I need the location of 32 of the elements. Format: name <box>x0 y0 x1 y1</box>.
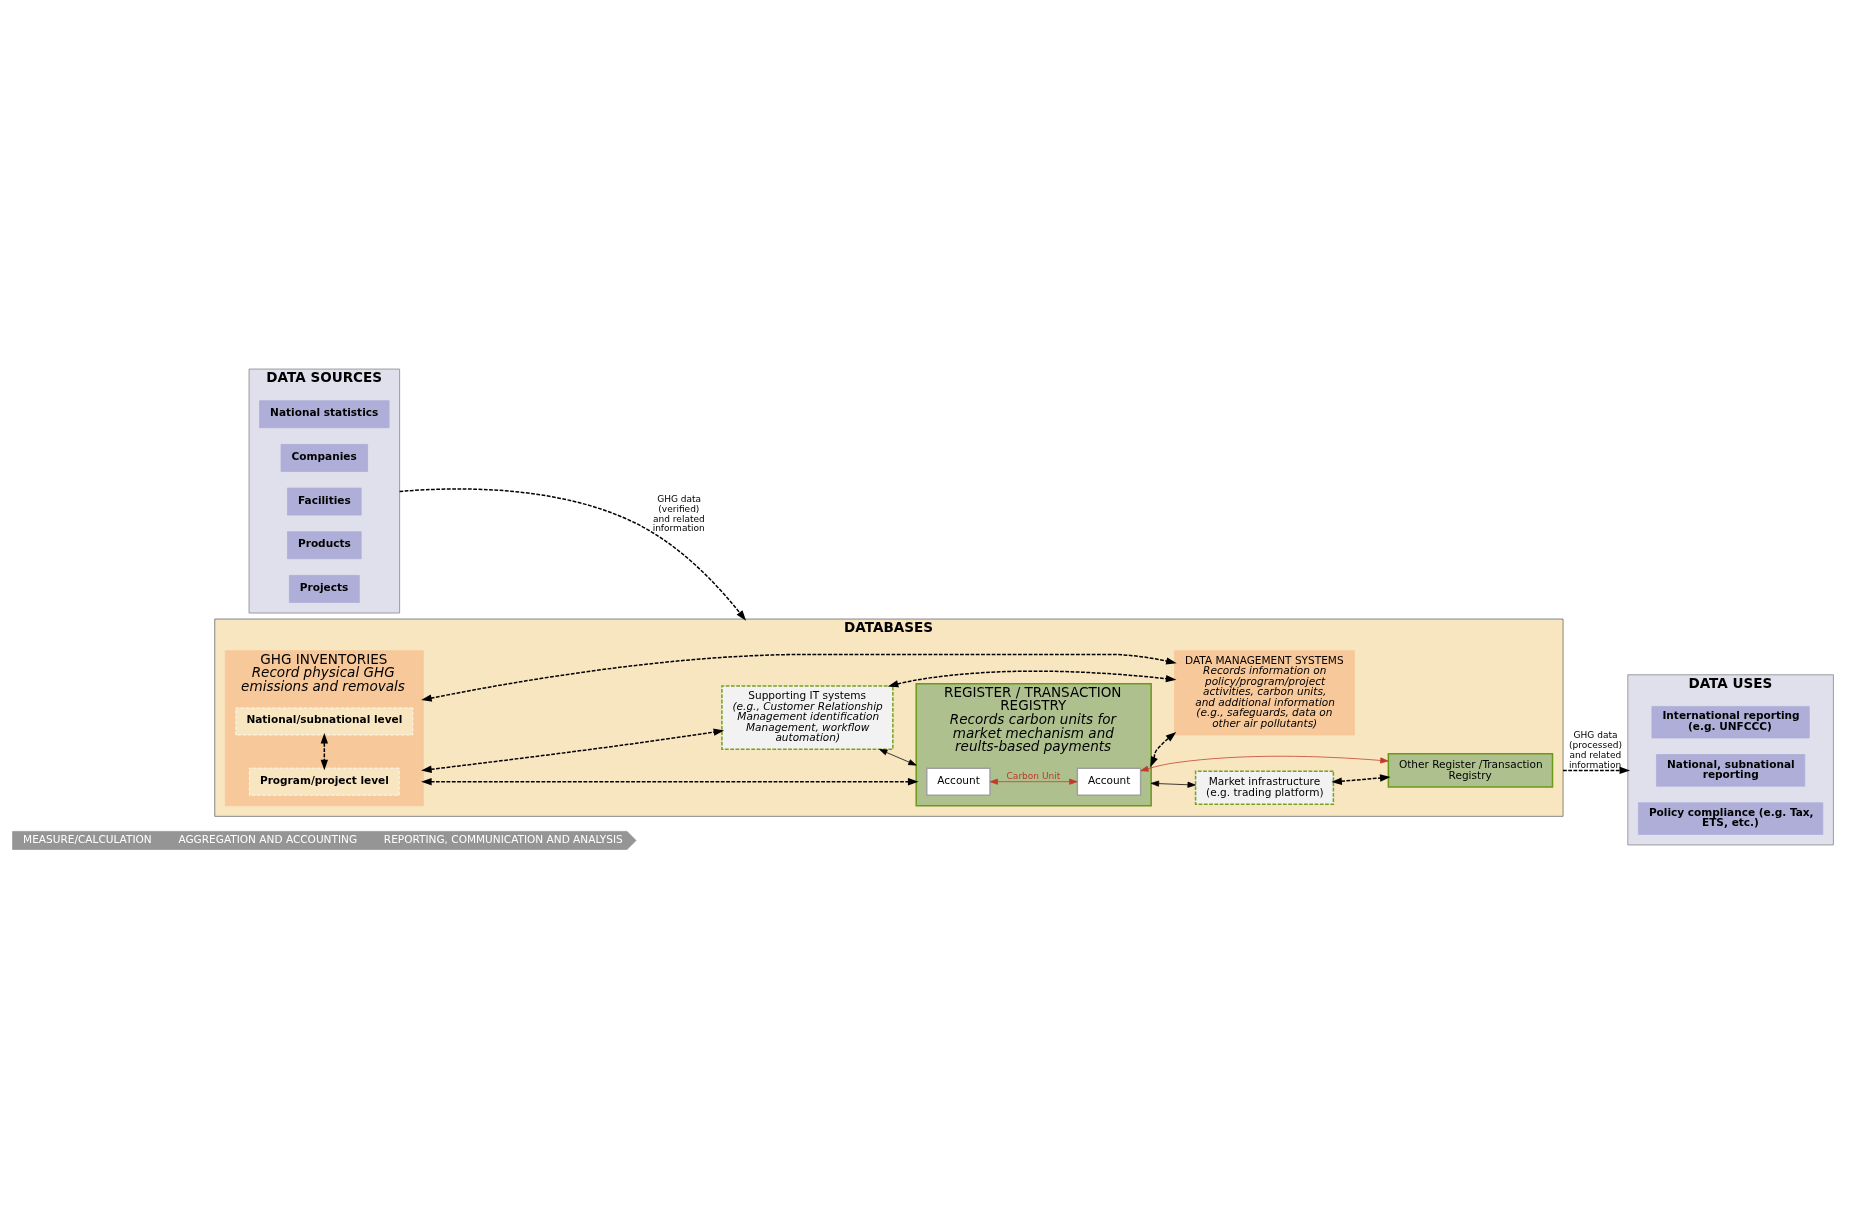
arrow <box>320 732 329 770</box>
node-box: Market infrastructure (e.g. trading platform) <box>1194 769 1335 805</box>
arrow <box>887 669 1177 687</box>
node-box: Products <box>287 530 362 559</box>
node-box: Facilities <box>287 487 362 515</box>
node-box: Program/project level <box>249 767 400 796</box>
edge-label: GHG data (verified) and related information <box>652 493 705 533</box>
node-box: Policy compliance (e.g. Tax, ETS, etc.) <box>1638 801 1824 835</box>
arrow <box>421 777 919 785</box>
arrow <box>421 653 1177 702</box>
arrow <box>1140 755 1389 772</box>
arrow <box>1562 766 1631 774</box>
arrow <box>1150 780 1196 788</box>
node-box: National statistics <box>259 399 390 428</box>
edge-label: GHG data (processed) and related information <box>1569 729 1623 770</box>
node-box: Account <box>926 766 991 796</box>
node-box: Supporting IT systems (e.g., Customer Relationship Management identification Management, workflow automation) <box>721 684 894 750</box>
node-box: DATA MANAGEMENT SYSTEMS Records information on policy/program/project activities, carbon units, and additional information (e.g., safeguards, data on other air pollutants) <box>1174 649 1355 735</box>
arrow <box>879 748 917 765</box>
node-box: National, subnational reporting <box>1656 753 1806 787</box>
arrow <box>421 727 725 773</box>
arrow <box>1150 731 1177 767</box>
node-box: Other Register /Transaction Registry <box>1387 752 1554 788</box>
node-box: International reporting (e.g. UNFCCC) <box>1651 705 1810 738</box>
arrow <box>1331 773 1391 785</box>
node-box: National/subnational level <box>235 707 414 735</box>
node-box: Companies <box>280 443 368 472</box>
edge-label: Carbon Unit <box>1006 770 1061 781</box>
node-box: Account <box>1076 766 1142 796</box>
arrow <box>989 778 1078 785</box>
arrow <box>398 487 747 621</box>
node-box: Projects <box>288 574 360 603</box>
